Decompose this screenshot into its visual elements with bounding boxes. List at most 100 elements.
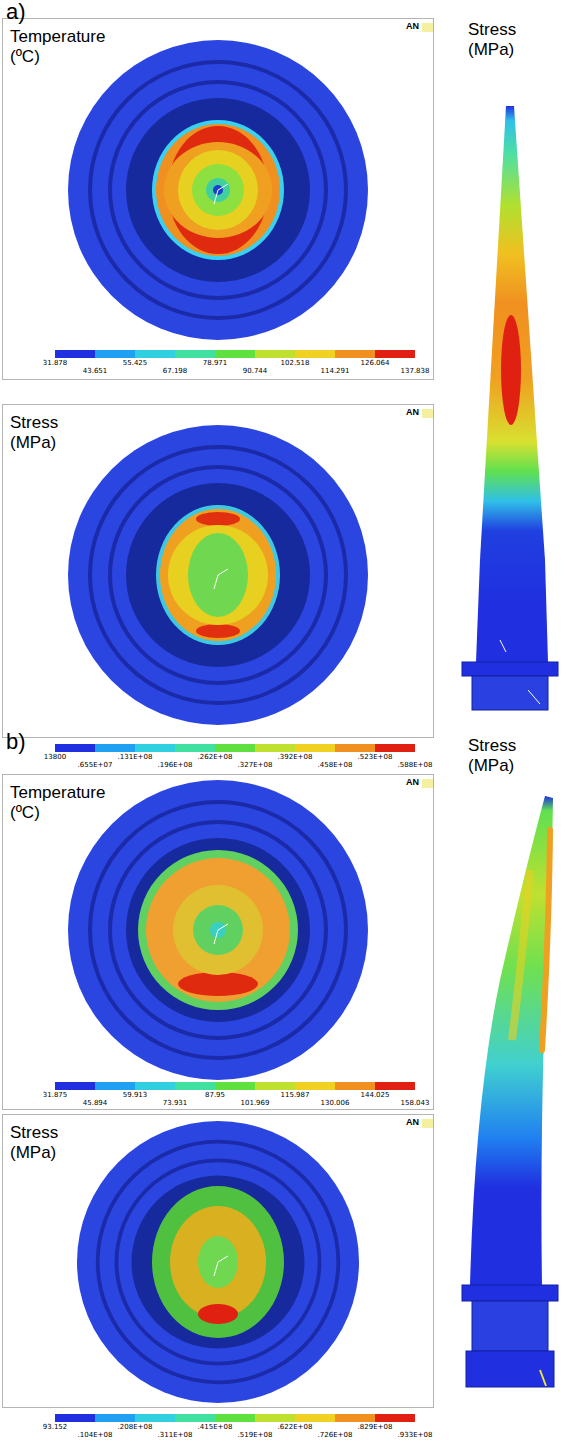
contour-band — [160, 509, 276, 641]
logo-patch — [422, 409, 434, 418]
blade-rings — [68, 40, 368, 340]
colorbar-value: 158.043 — [401, 1100, 430, 1108]
colorbar-value: 13800 — [44, 754, 66, 762]
tower-body — [476, 106, 548, 662]
plot-frame: Temperature (ºC) — [2, 18, 434, 380]
colorbar — [55, 350, 415, 358]
plot-heading: Temperature (ºC) — [10, 27, 122, 67]
contour-band — [178, 150, 258, 230]
contour-band — [173, 885, 263, 975]
stress-core — [501, 315, 521, 425]
axis-triad — [214, 569, 228, 589]
stress-band — [542, 830, 550, 1050]
logo-text: AN — [406, 778, 419, 788]
tower-flange — [462, 662, 558, 676]
tower-body — [470, 796, 553, 1285]
colorbar-value: .726E+08 — [318, 1432, 353, 1440]
contour-band — [164, 142, 272, 238]
colorbar-value: 73.931 — [163, 1100, 188, 1108]
temperature-contour — [68, 780, 368, 1080]
colorbar-value: .458E+08 — [318, 762, 353, 770]
colorbar-value: 130.006 — [321, 1100, 350, 1108]
colorbar — [55, 744, 415, 752]
colorbar-value: .262E+08 — [198, 754, 233, 762]
logo-patch — [422, 1119, 434, 1128]
colorbar-value: .519E+08 — [238, 1432, 273, 1440]
colorbar-value: 31.878 — [43, 360, 68, 368]
contour-band — [170, 1206, 266, 1318]
colorbar-value: .933E+08 — [398, 1432, 433, 1440]
plot-heading: Stress (MPa) — [10, 413, 80, 453]
colorbar-value: 45.894 — [83, 1100, 108, 1108]
tower-base — [466, 1351, 554, 1387]
contour-band — [146, 858, 290, 1002]
colorbar-value: .415E+08 — [198, 1424, 233, 1432]
contour-band — [196, 512, 240, 526]
axis-triad — [214, 1256, 228, 1276]
contour-band — [152, 120, 284, 260]
contour-band — [156, 505, 280, 645]
colorbar-value: 31.875 — [43, 1092, 68, 1100]
contour-band — [193, 905, 243, 955]
colorbar-value: .131E+08 — [118, 754, 153, 762]
colorbar-value: 144.025 — [361, 1092, 390, 1100]
stress-side-view — [462, 106, 558, 710]
colorbar — [55, 1414, 415, 1422]
contour-band — [138, 850, 298, 1010]
colorbar-value: 101.969 — [241, 1100, 270, 1108]
colorbar-value: 59.913 — [123, 1092, 148, 1100]
contour-band — [198, 1236, 238, 1288]
contour-band — [168, 525, 268, 625]
colorbar — [55, 1082, 415, 1090]
axis-triad — [214, 184, 228, 204]
colorbar-value: .392E+08 — [278, 754, 313, 762]
contour-band — [192, 164, 244, 216]
colorbar-value: .208E+08 — [118, 1424, 153, 1432]
colorbar-value: 102.518 — [281, 360, 310, 368]
logo-patch — [422, 779, 434, 788]
colorbar-value: 87.95 — [205, 1092, 225, 1100]
logo-text: AN — [406, 22, 419, 32]
colorbar-value: 55.425 — [123, 360, 148, 368]
contour-band — [178, 972, 258, 996]
colorbar-value: 78.971 — [203, 360, 228, 368]
contour-band — [152, 1186, 284, 1338]
plot-heading: Stress (MPa) — [10, 1123, 80, 1163]
colorbar-value: .523E+08 — [358, 754, 393, 762]
logo-text: AN — [406, 1118, 419, 1128]
colorbar-value: 90.744 — [243, 368, 268, 376]
colorbar-value: .327E+08 — [238, 762, 273, 770]
stress-band — [512, 870, 530, 1040]
stress-side-view — [462, 796, 558, 1387]
logo-text: AN — [406, 408, 419, 418]
stress-spot — [540, 1370, 546, 1386]
tower-base — [472, 676, 548, 710]
colorbar-value: .829E+08 — [358, 1424, 393, 1432]
contour-band — [188, 533, 248, 617]
logo-patch — [422, 23, 434, 32]
axis-triad — [214, 924, 228, 944]
colorbar-value: .311E+08 — [158, 1432, 193, 1440]
blade-rings — [68, 425, 368, 725]
axis-title: Stress (MPa) — [468, 736, 540, 776]
colorbar-value: .196E+08 — [158, 762, 193, 770]
blade-rings — [68, 780, 368, 1080]
colorbar-value: .588E+08 — [398, 762, 433, 770]
blade-rings — [77, 1121, 359, 1403]
plot-heading: Temperature (ºC) — [10, 783, 122, 823]
colorbar-value: 43.651 — [83, 368, 108, 376]
contour-band — [196, 624, 240, 638]
colorbar-value: .104E+08 — [78, 1432, 113, 1440]
colorbar-value: 115.987 — [281, 1092, 310, 1100]
axis-triad — [500, 640, 540, 704]
colorbar-value: .622E+08 — [278, 1424, 313, 1432]
panel-letter: b) — [6, 730, 26, 754]
colorbar-value: .655E+07 — [78, 762, 113, 770]
plot-frame: Temperature (ºC) — [2, 774, 434, 1110]
contour-band — [198, 1304, 238, 1324]
plot-frame: Stress (MPa) — [2, 404, 434, 738]
panel-letter: a) — [6, 0, 26, 24]
stress-contour — [77, 1121, 359, 1403]
